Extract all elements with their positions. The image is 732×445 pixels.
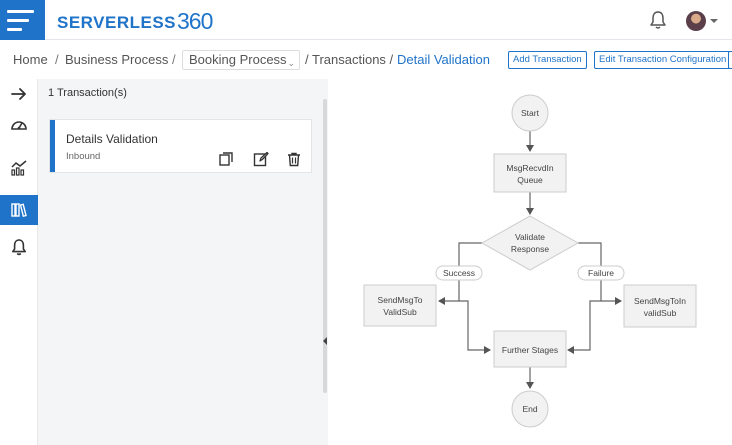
end-label: End [522, 404, 537, 414]
chevron-down-icon[interactable] [710, 19, 718, 23]
failure-label: Failure [588, 268, 614, 278]
transaction-count: 1 Transaction(s) [48, 87, 127, 99]
breadcrumb-separator: / [55, 52, 59, 67]
hamburger-menu-icon[interactable] [0, 0, 45, 40]
queue-label-line2: Queue [517, 175, 543, 185]
send-valid-node[interactable] [363, 284, 437, 327]
logo-text: SERVERLESS [57, 13, 177, 32]
dashboard-gauge-icon [11, 121, 27, 130]
send-invalid-node[interactable] [623, 284, 697, 328]
transaction-direction: Inbound [66, 151, 101, 162]
failure-edge-label [577, 265, 625, 281]
analytics-chart-icon [11, 160, 27, 176]
more-actions-button[interactable] [728, 51, 732, 69]
app-logo[interactable]: SERVERLESS 360 [57, 6, 213, 34]
top-bar: SERVERLESS 360 [0, 0, 732, 40]
delete-icon[interactable] [286, 151, 302, 167]
breadcrumb-transactions[interactable]: / Transactions / [305, 52, 394, 67]
breadcrumb: Home / Business Process / Booking Proces… [0, 41, 732, 79]
nav-dashboard[interactable] [0, 110, 38, 140]
decision-label-line2: Response [511, 244, 550, 254]
nav-expand[interactable] [0, 79, 38, 109]
booking-process-select[interactable]: Booking Process ⌄ [182, 50, 300, 70]
transaction-list-panel: 1 Transaction(s) Details Validation Inbo… [38, 79, 328, 445]
nav-business-process[interactable] [0, 195, 38, 225]
further-stages-node[interactable] [493, 330, 567, 368]
user-avatar[interactable] [686, 11, 706, 31]
copy-icon[interactable] [218, 151, 234, 167]
transaction-title: Details Validation [66, 132, 158, 146]
add-transaction-button[interactable]: Add Transaction [508, 51, 587, 69]
left-nav [0, 79, 38, 445]
chevron-down-icon: ⌄ [287, 58, 295, 68]
arrow-right-icon [11, 88, 26, 100]
card-accent [50, 120, 55, 172]
send-invalid-label-line2: validSub [644, 308, 677, 318]
booking-process-value: Booking Process [189, 52, 287, 67]
start-node[interactable] [511, 94, 549, 132]
success-label: Success [443, 268, 475, 278]
flow-diagram: Start MsgRecvdIn Queue Validate Response… [363, 94, 697, 428]
collapse-panel-icon[interactable] [323, 337, 327, 345]
list-scrollbar[interactable] [323, 99, 327, 393]
flow-connectors [438, 131, 622, 389]
breadcrumb-home[interactable]: Home [13, 52, 48, 67]
notification-bell-icon[interactable] [648, 10, 668, 30]
edit-icon[interactable] [253, 151, 269, 167]
flow-canvas: Start MsgRecvdIn Queue Validate Response… [328, 79, 732, 445]
nav-analytics[interactable] [0, 153, 38, 183]
list-item[interactable]: Details Validation Inbound [49, 119, 312, 173]
library-books-icon [11, 203, 27, 218]
start-label: Start [521, 108, 540, 118]
decision-node[interactable] [480, 215, 580, 271]
nav-alerts[interactable] [0, 232, 38, 262]
send-invalid-label-line1: SendMsgToIn [634, 296, 686, 306]
end-node[interactable] [511, 390, 549, 428]
breadcrumb-business-process[interactable]: Business Process [65, 52, 169, 67]
send-valid-label-line1: SendMsgTo [378, 295, 423, 305]
bell-icon [12, 239, 26, 256]
edit-transaction-configuration-button[interactable]: Edit Transaction Configuration [594, 51, 732, 69]
breadcrumb-current: Detail Validation [397, 52, 490, 67]
queue-node[interactable] [493, 153, 567, 193]
decision-label-line1: Validate [515, 232, 545, 242]
logo-number: 360 [177, 8, 213, 34]
send-valid-label-line2: ValidSub [383, 307, 417, 317]
breadcrumb-separator: / [172, 52, 176, 67]
success-edge-label [435, 265, 483, 281]
queue-label-line1: MsgRecvdIn [506, 163, 554, 173]
further-stages-label: Further Stages [502, 345, 558, 355]
